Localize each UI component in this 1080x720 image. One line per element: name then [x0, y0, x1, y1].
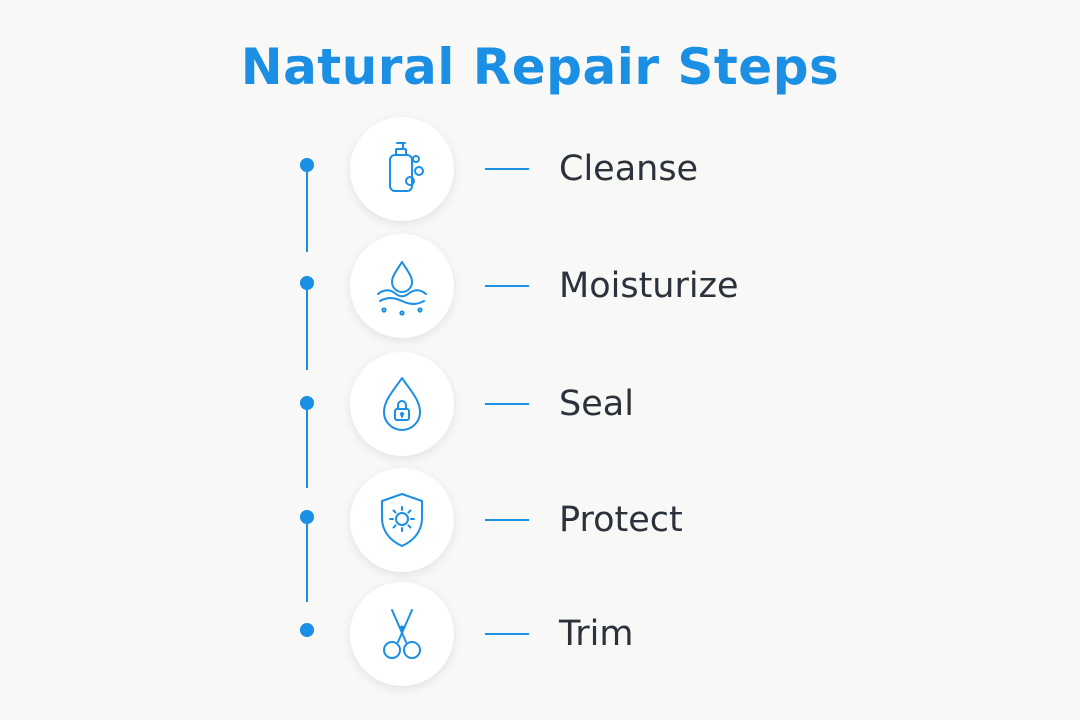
connector-line: [485, 403, 529, 405]
timeline-dot: [300, 396, 314, 410]
soap-bottle-bubbles-icon: [370, 137, 434, 201]
timeline-dot: [300, 158, 314, 172]
step-label: Cleanse: [559, 149, 699, 189]
timeline-dot: [300, 276, 314, 290]
icon-circle: [350, 582, 454, 686]
step-trim: Trim: [0, 582, 1080, 686]
step-label: Trim: [559, 614, 634, 654]
connector-line: [485, 285, 529, 287]
icon-circle: [350, 352, 454, 456]
step-protect: Protect: [0, 468, 1080, 572]
step-label: Protect: [559, 500, 683, 540]
shield-sun-icon: [370, 488, 434, 552]
timeline-dot: [300, 623, 314, 637]
timeline-segment: [306, 410, 308, 488]
connector-line: [485, 519, 529, 521]
timeline-dot: [300, 510, 314, 524]
water-drop-waves-icon: [370, 254, 434, 318]
page-title: Natural Repair Steps: [240, 38, 840, 96]
connector-line: [485, 633, 529, 635]
icon-circle: [350, 234, 454, 338]
scissors-icon: [370, 602, 434, 666]
step-seal: Seal: [0, 352, 1080, 456]
drop-lock-icon: [370, 372, 434, 436]
timeline-segment: [306, 290, 308, 370]
step-label: Seal: [559, 384, 634, 424]
connector-line: [485, 168, 529, 170]
timeline-segment: [306, 172, 308, 252]
step-label: Moisturize: [559, 266, 739, 306]
timeline-segment: [306, 524, 308, 602]
icon-circle: [350, 468, 454, 572]
icon-circle: [350, 117, 454, 221]
step-moisturize: Moisturize: [0, 234, 1080, 338]
step-cleanse: Cleanse: [0, 117, 1080, 221]
